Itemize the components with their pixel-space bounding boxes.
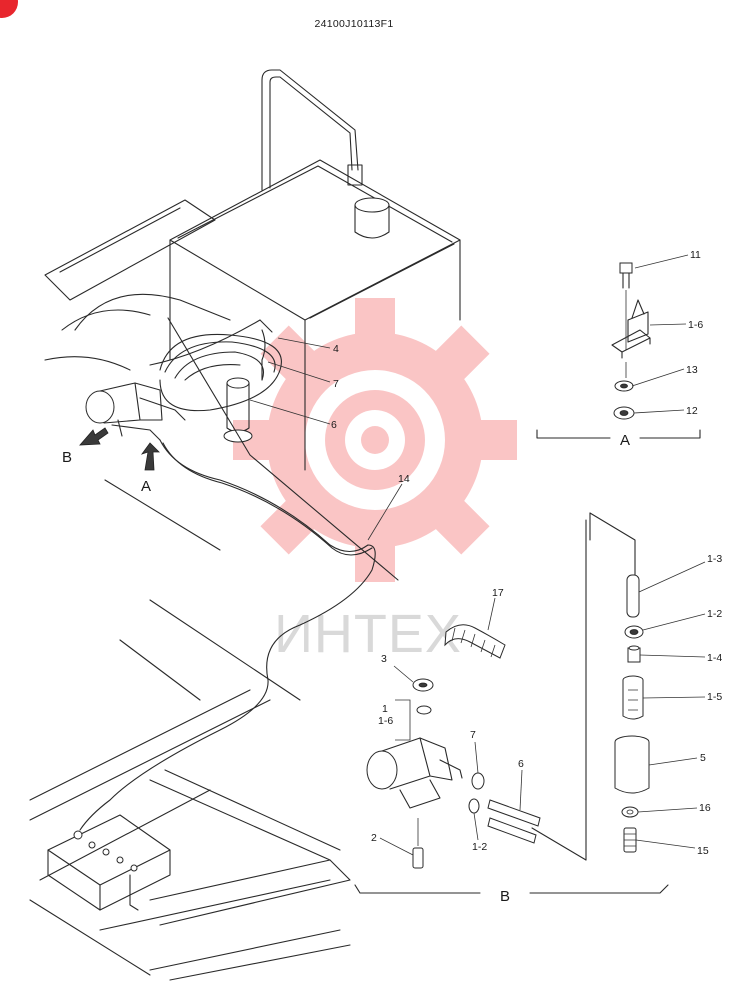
callout-14: 14: [398, 473, 410, 485]
callout-labels: 11 1-6 13 12 4 7 6 14 1-3 1-2 1-4 1-5 5 …: [331, 249, 722, 857]
view-arrow-b-icon: [79, 427, 109, 446]
callout-17: 17: [492, 587, 504, 599]
callout-7-view-b: 7: [470, 729, 476, 741]
watermark-gear-icon: [233, 298, 517, 582]
electric-wire: [79, 317, 399, 831]
callout-6-view-b: 6: [518, 758, 524, 770]
callout-1-6-view-b: 1-6: [378, 715, 393, 727]
watermark-text: ИНТЕХ: [274, 604, 462, 664]
view-a-detail: [536, 262, 701, 439]
corner-badge-icon: [0, 0, 18, 18]
leader-lines: [249, 254, 706, 856]
callout-6-machine: 6: [331, 419, 337, 431]
drawing-code: 24100J10113F1: [314, 18, 393, 30]
machine-frame: [29, 199, 351, 981]
callout-1: 1: [382, 703, 388, 715]
view-label-b-detail: B: [500, 888, 510, 905]
callout-1-5: 1-5: [707, 691, 722, 703]
handrail: [261, 69, 363, 191]
hose-bundle: [149, 319, 282, 443]
fuel-pump-installed: [85, 382, 186, 441]
callout-11: 11: [690, 249, 701, 261]
view-label-a-detail: A: [620, 432, 630, 449]
callout-1-4: 1-4: [707, 652, 722, 664]
callout-3: 3: [381, 653, 387, 665]
callout-7-machine: 7: [333, 378, 339, 390]
view-label-a-machine: A: [141, 478, 151, 495]
callout-16: 16: [699, 802, 711, 814]
callout-4: 4: [333, 343, 339, 355]
callout-2: 2: [371, 832, 377, 844]
callout-5: 5: [700, 752, 706, 764]
view-b-detail: [354, 512, 669, 894]
fuel-tank: [169, 159, 461, 471]
callout-12: 12: [686, 405, 698, 417]
battery: [47, 814, 171, 911]
callout-13: 13: [686, 364, 698, 376]
callout-1-6-view-a: 1-6: [688, 319, 703, 331]
callout-1-2-view-b: 1-2: [707, 608, 722, 620]
callout-1-2-lower: 1-2: [472, 841, 487, 853]
callout-1-3: 1-3: [707, 553, 722, 565]
view-arrow-a-icon: [140, 442, 160, 471]
view-label-b-machine: B: [62, 449, 72, 466]
callout-15: 15: [697, 845, 709, 857]
